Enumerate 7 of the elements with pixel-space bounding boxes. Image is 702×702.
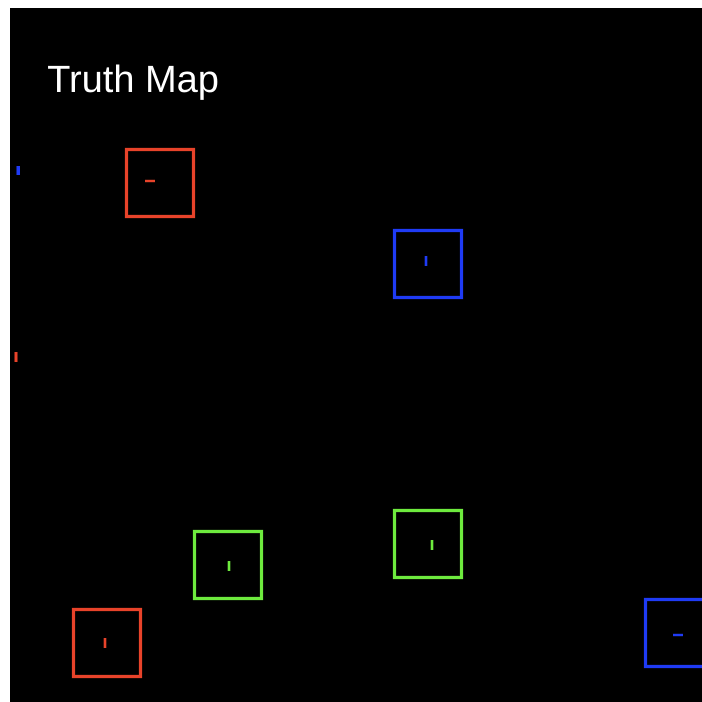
title: Truth Map: [48, 64, 218, 100]
target-box: [392, 228, 464, 300]
target-box: [644, 598, 702, 668]
target-box: [124, 148, 196, 218]
target-box: [72, 608, 142, 678]
target-box: [392, 508, 464, 580]
target-box: [192, 530, 264, 600]
